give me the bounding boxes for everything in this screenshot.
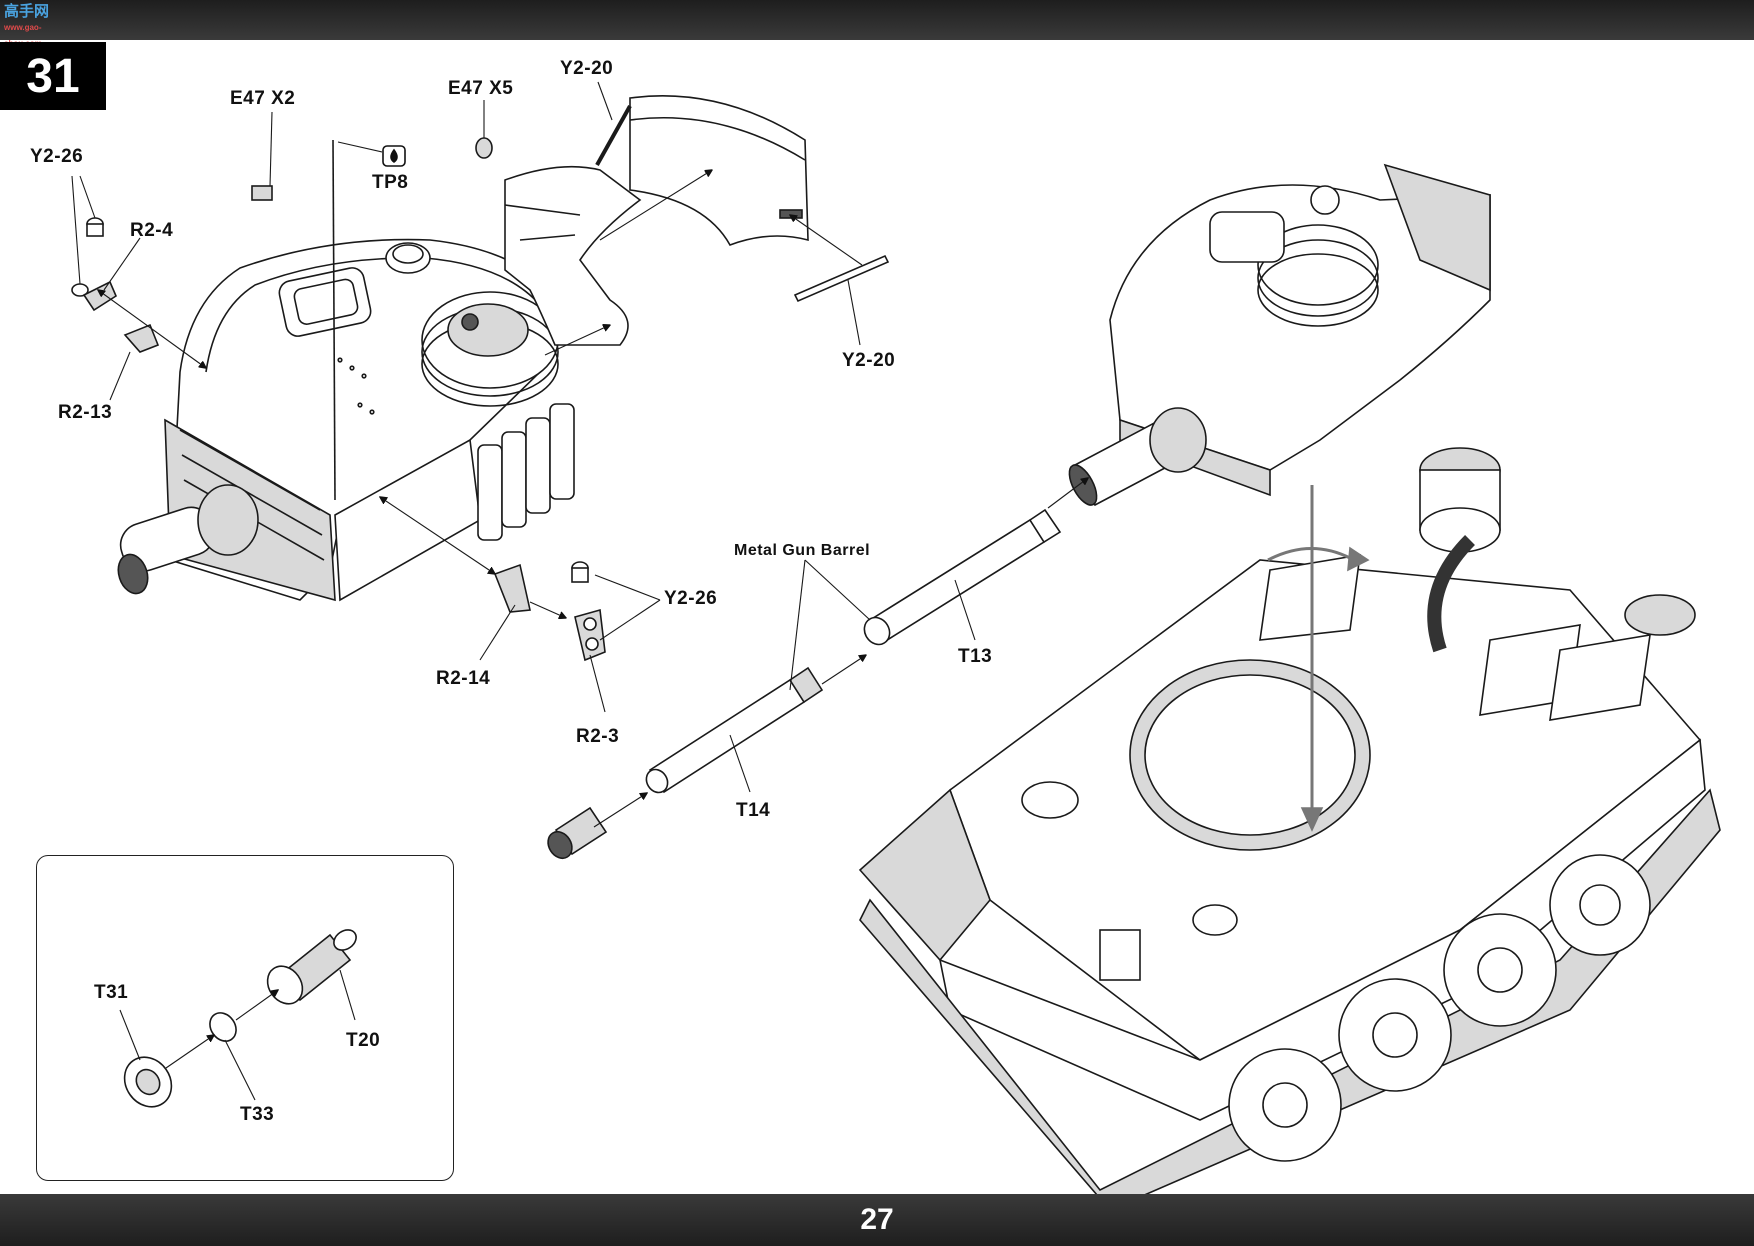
inset-detail-parts — [123, 929, 357, 1108]
callout-t13: T13 — [958, 646, 993, 667]
assembled-tank — [858, 447, 1721, 1211]
exploded-turret — [117, 238, 575, 602]
rotation-arrow-icon — [1267, 485, 1370, 832]
callout-y2-20-right: Y2-20 — [842, 350, 896, 371]
callout-y2-26-left: Y2-26 — [30, 146, 84, 167]
leader-lines — [71, 81, 976, 1101]
callout-tp8: TP8 — [372, 172, 409, 193]
inset-callout-t33: T33 — [240, 1104, 275, 1125]
inset-callout-t20: T20 — [346, 1030, 381, 1051]
watermark-text: 高手网 — [4, 3, 50, 20]
detail-inset-frame — [36, 855, 454, 1181]
bottom-band — [0, 1194, 1754, 1246]
assembled-turret — [1068, 163, 1491, 507]
callout-t14: T14 — [736, 800, 771, 821]
callout-metal-gun-barrel: Metal Gun Barrel — [734, 542, 871, 559]
inset-callout-t31: T31 — [94, 982, 129, 1003]
page-number: 27 — [860, 1203, 894, 1236]
stowage-bin-parts — [504, 95, 809, 346]
top-band — [0, 0, 1754, 40]
glue-drop-icon — [382, 145, 406, 167]
gun-barrel-parts — [547, 508, 1062, 860]
callout-r2-14: R2-14 — [436, 668, 491, 689]
small-parts — [71, 105, 890, 662]
callout-r2-4: R2-4 — [130, 220, 174, 241]
callout-e47-x2: E47 X2 — [230, 88, 296, 109]
callout-y2-26-right: Y2-26 — [664, 588, 718, 609]
step-number: 31 — [0, 42, 106, 110]
assembly-arrows — [98, 170, 1088, 1069]
callout-y2-20-top: Y2-20 — [560, 58, 614, 79]
callout-r2-3: R2-3 — [576, 726, 620, 747]
callout-e47-x5: E47 X5 — [448, 78, 514, 99]
callout-r2-13: R2-13 — [58, 402, 113, 423]
